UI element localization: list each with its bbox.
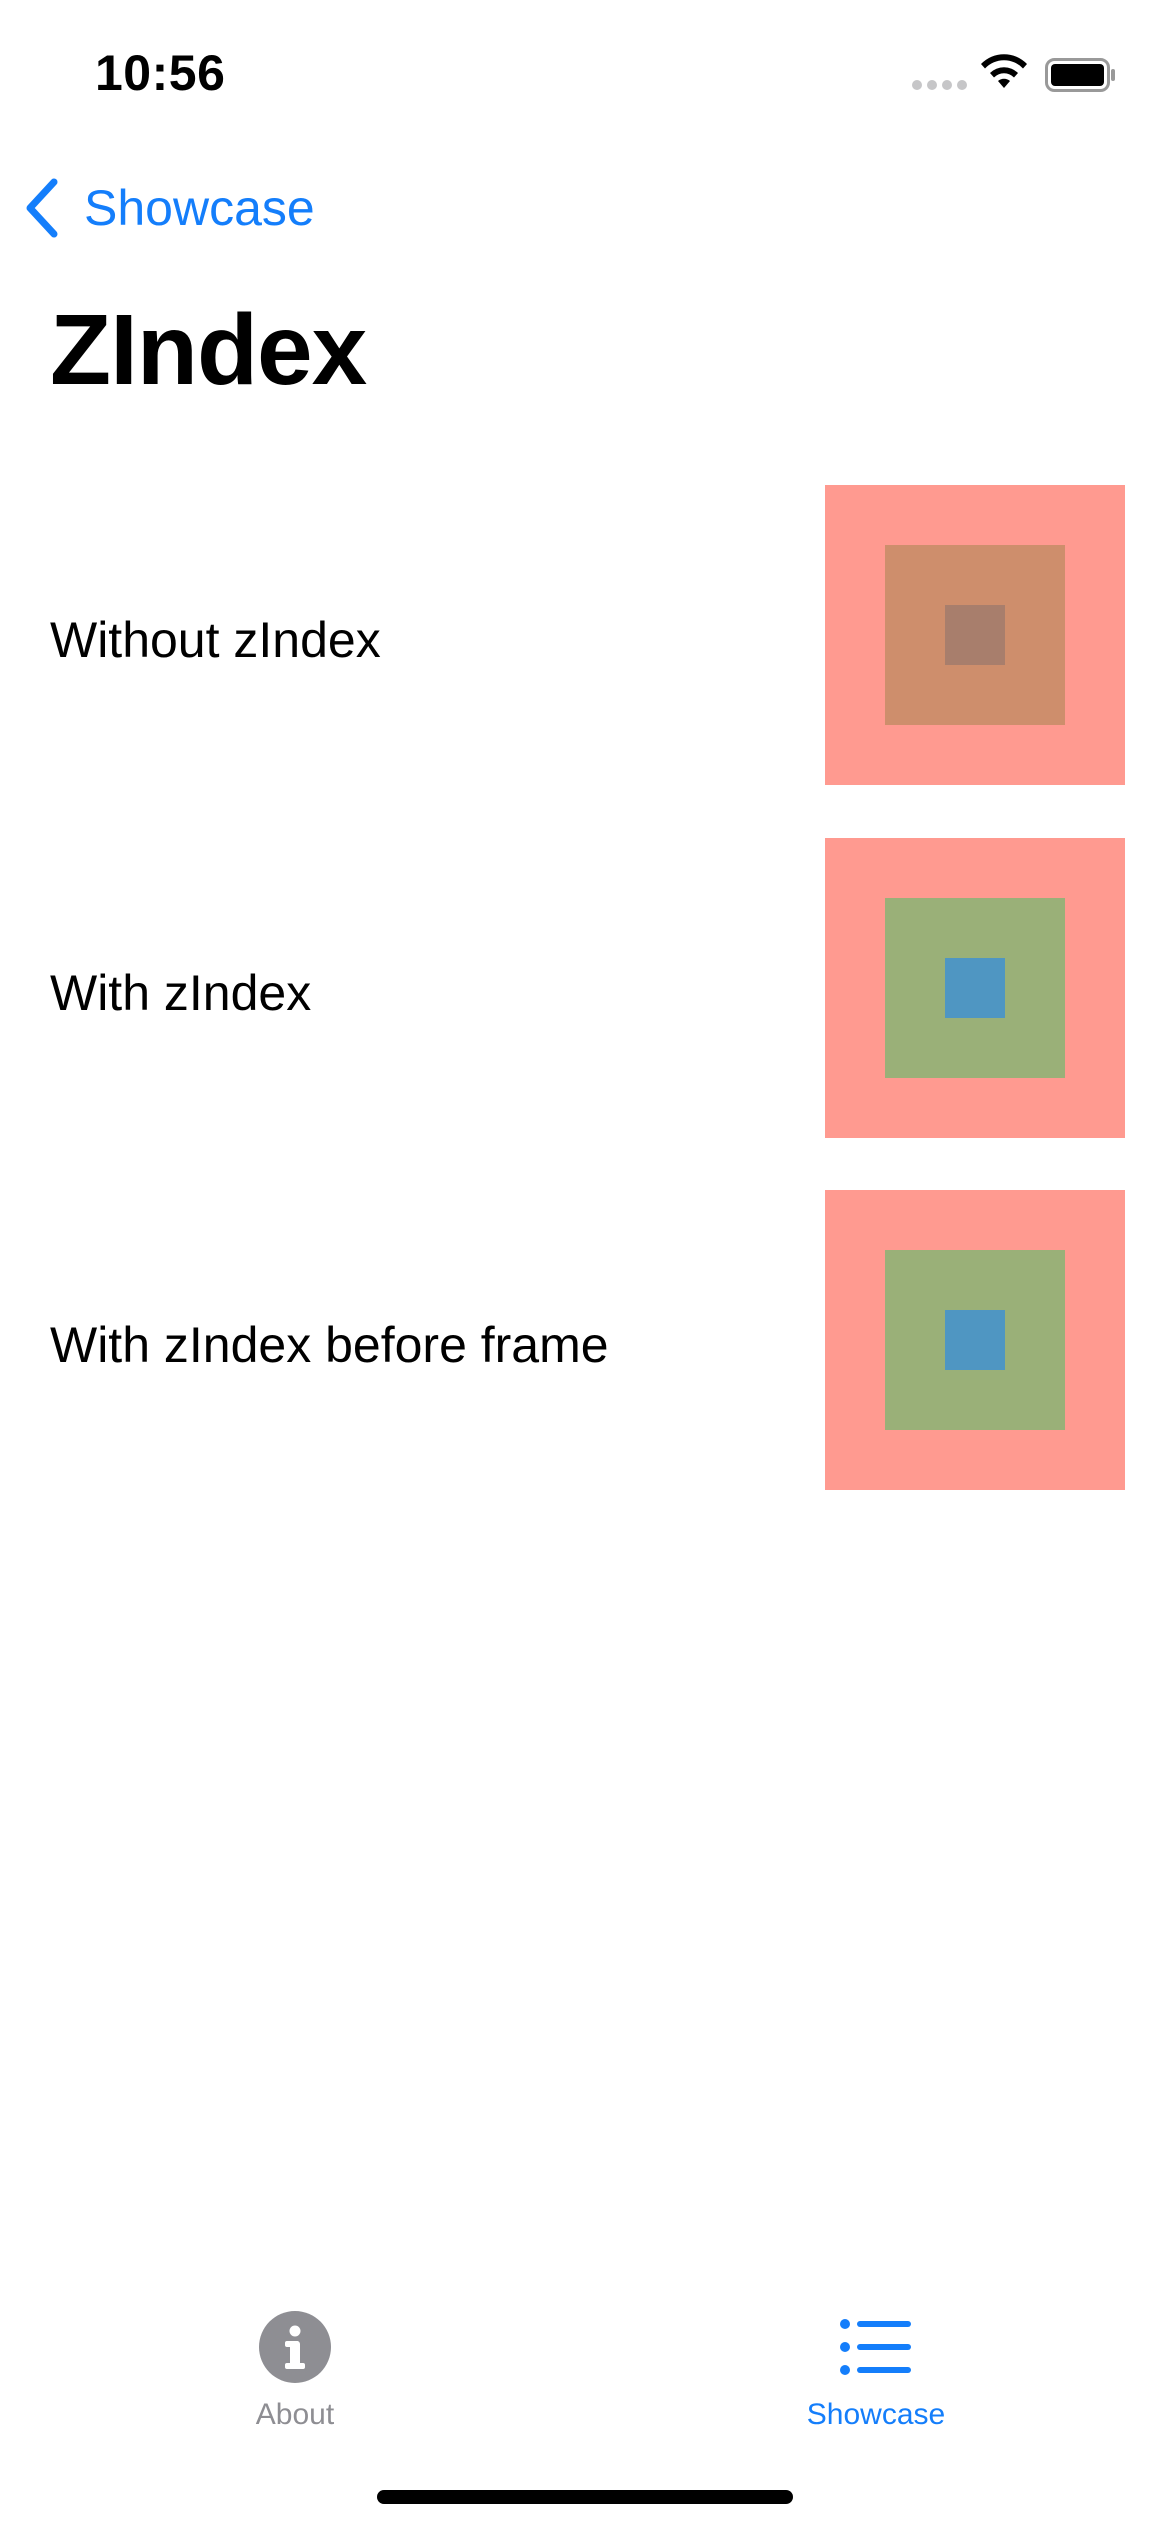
row-label: With zIndex before frame <box>50 1317 609 1373</box>
wifi-icon <box>981 54 1027 88</box>
tab-showcase[interactable]: Showcase <box>746 2310 1006 2450</box>
tab-about[interactable]: About <box>165 2310 425 2450</box>
battery-full-icon <box>1045 58 1115 92</box>
zindex-row-before-frame: With zIndex before frame <box>0 1190 1170 1490</box>
tab-about-label: About <box>255 2398 335 2431</box>
page-title: ZIndex <box>50 294 367 406</box>
row-label: Without zIndex <box>50 612 381 668</box>
info-circle-icon <box>259 2311 331 2383</box>
zindex-row-with: With zIndex <box>0 838 1170 1138</box>
inner-square <box>945 958 1005 1018</box>
middle-square <box>885 1250 1065 1430</box>
tab-bar: About Showcase <box>0 2270 1170 2532</box>
inner-square <box>945 1310 1005 1370</box>
status-time: 10:56 <box>95 45 226 101</box>
chevron-left-icon <box>26 178 58 238</box>
zindex-row-without: Without zIndex <box>0 485 1170 785</box>
outer-square <box>825 838 1125 1138</box>
home-indicator <box>377 2490 793 2504</box>
middle-square <box>885 545 1065 725</box>
tab-showcase-label: Showcase <box>806 2398 946 2431</box>
middle-square <box>885 898 1065 1078</box>
back-button[interactable]: Showcase <box>22 172 315 244</box>
inner-square <box>945 605 1005 665</box>
row-label: With zIndex <box>50 965 312 1021</box>
list-bullet-icon <box>840 2319 911 2375</box>
outer-square <box>825 485 1125 785</box>
status-bar: 10:56 <box>0 0 1170 150</box>
outer-square <box>825 1190 1125 1490</box>
back-button-label: Showcase <box>84 180 315 236</box>
cellular-dots-icon <box>912 80 968 92</box>
